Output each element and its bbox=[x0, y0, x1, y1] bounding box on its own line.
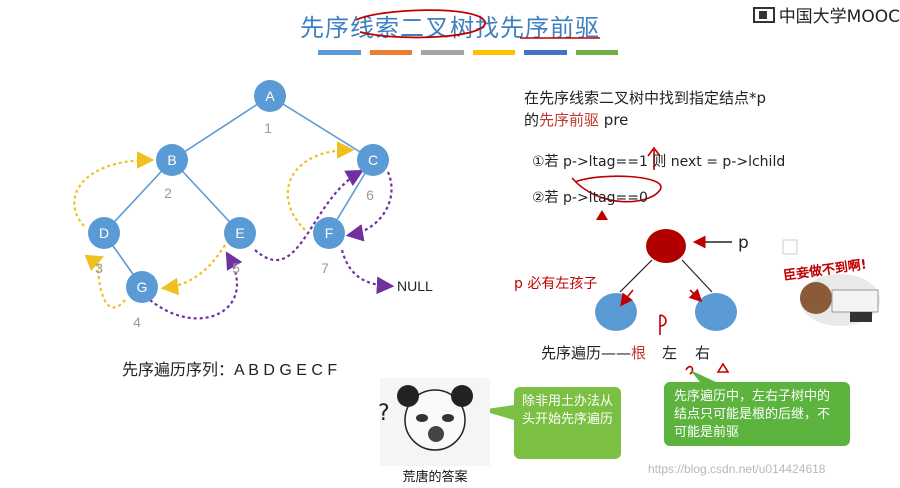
order-A: 1 bbox=[264, 120, 272, 136]
explanation-line2: 的先序前驱 pre bbox=[524, 109, 628, 130]
case2-prefix: ②若 bbox=[532, 190, 564, 206]
order-E: 5 bbox=[232, 260, 240, 276]
case2-code: p->ltag==0 bbox=[563, 190, 648, 206]
node-G bbox=[126, 271, 158, 303]
node-label-D: D bbox=[99, 225, 109, 241]
case-2: ②若 p->ltag==0 bbox=[532, 187, 648, 207]
tree-nodes bbox=[88, 80, 389, 303]
preorder-sequence: 先序遍历——根左右 bbox=[541, 342, 710, 363]
order-right: 右 bbox=[695, 344, 711, 362]
node-label-C: C bbox=[368, 152, 378, 168]
predecessor-diagram bbox=[355, 9, 737, 420]
kneeling-cartoon: 臣妾做不到啊! bbox=[782, 239, 880, 326]
question-mark: ? bbox=[378, 401, 390, 426]
order-left: 左 bbox=[662, 344, 678, 362]
order-D: 3 bbox=[95, 260, 103, 276]
node-label-F: F bbox=[325, 225, 334, 241]
bar-orange bbox=[369, 50, 412, 55]
order-F: 7 bbox=[321, 260, 329, 276]
node-right-child bbox=[695, 293, 737, 331]
node-F bbox=[313, 217, 345, 249]
mooc-logo-icon bbox=[752, 6, 775, 23]
p-label: p bbox=[738, 233, 749, 253]
node-label-G: G bbox=[137, 279, 148, 295]
traversal-label: 先序遍历序列： bbox=[122, 360, 235, 379]
line2-red: 先序前驱 bbox=[539, 111, 600, 129]
node-label-E: E bbox=[235, 225, 244, 241]
case-1: ①若 p->ltag==1 则 next = p->lchild bbox=[532, 154, 786, 170]
order-G: 4 bbox=[133, 314, 141, 330]
brand-logo: 中国大学MOOC bbox=[752, 2, 900, 27]
node-left-child bbox=[595, 293, 637, 331]
panda-speech-bubble: 除非用土办法从头开始先序遍历 bbox=[514, 387, 621, 459]
node-p bbox=[646, 229, 686, 263]
traversal-sequence: A B D G E C F bbox=[234, 362, 338, 379]
panda-caption: 荒唐的答案 bbox=[402, 470, 468, 485]
line2-suffix: pre bbox=[599, 111, 629, 129]
node-A bbox=[254, 80, 286, 112]
order-C: 6 bbox=[366, 187, 374, 203]
bar-darkblue bbox=[524, 50, 567, 55]
note-bubble: 先序遍历中，左右子树中的结点只可能是根的后继，不可能是前驱 bbox=[664, 382, 850, 446]
explanation-line1: 在先序线索二叉树中找到指定结点*p bbox=[524, 89, 767, 107]
purple-threads bbox=[149, 169, 395, 320]
bar-yellow bbox=[472, 50, 515, 55]
tree-edges bbox=[103, 95, 374, 288]
left-child-note: p 必有左孩子 bbox=[514, 276, 598, 292]
node-E bbox=[224, 217, 256, 249]
yellow-threads bbox=[73, 141, 355, 309]
node-D bbox=[88, 217, 120, 249]
bar-green bbox=[575, 50, 618, 55]
watermark: https://blog.csdn.net/u014424618 bbox=[648, 462, 826, 476]
node-label-A: A bbox=[265, 88, 275, 104]
brand-text: 中国大学MOOC bbox=[778, 7, 900, 27]
node-label-B: B bbox=[167, 152, 176, 168]
node-C bbox=[357, 144, 389, 176]
line2-prefix: 的 bbox=[524, 111, 540, 129]
order-B: 2 bbox=[164, 185, 172, 201]
bar-gray bbox=[421, 50, 464, 55]
panda-meme: ? bbox=[378, 378, 490, 466]
node-B bbox=[156, 144, 188, 176]
traversal-line: 先序遍历序列：A B D G E C F bbox=[122, 356, 337, 380]
bar-blue bbox=[318, 50, 361, 55]
order-prefix: 先序遍历—— bbox=[541, 344, 632, 362]
null-label: NULL bbox=[397, 278, 433, 294]
title-color-bars bbox=[318, 50, 618, 55]
order-root: 根 bbox=[631, 344, 647, 362]
